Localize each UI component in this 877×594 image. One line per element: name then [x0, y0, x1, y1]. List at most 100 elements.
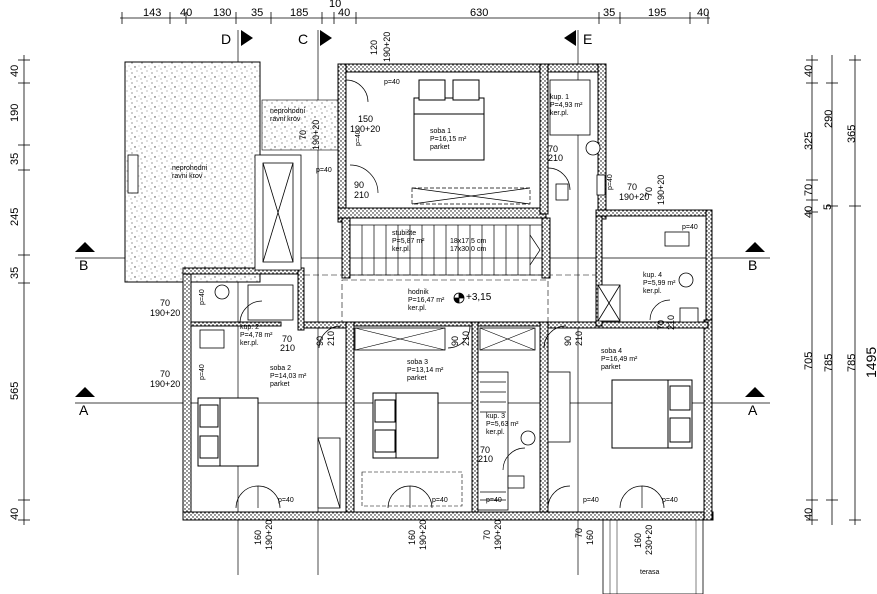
bed-soba4 — [611, 379, 693, 449]
axis-d-arrow — [241, 30, 253, 46]
walls — [182, 63, 714, 521]
b-kup3-h: 190+20 — [493, 520, 503, 550]
roof2-line1: neprohodni — [270, 108, 305, 115]
room-kup2: kup. 2 P=4,78 m² ker.pl. — [240, 324, 273, 347]
w-soba2-h: 190+20 — [150, 379, 180, 389]
b-soba4-h: 230+20 — [644, 525, 654, 555]
top-dim-40b: 40 — [338, 7, 350, 19]
roof-vent — [127, 154, 139, 194]
top-dim-35b: 35 — [603, 7, 615, 19]
w-kup4-h: 190+20 — [619, 192, 649, 202]
axis-b-right-arrow — [745, 242, 765, 252]
bed-soba1 — [413, 79, 485, 161]
soba1-name: soba 1 — [430, 128, 451, 135]
svg-text:190+20: 190+20 — [656, 175, 666, 205]
room-kup4: kup. 4 P=5,99 m² ker.pl. — [643, 272, 676, 295]
room-kup3: kup. 3 P=5,63 m² ker.pl. — [486, 413, 519, 436]
left-dim-190: 190 — [9, 104, 21, 122]
axis-a-left-arrow — [75, 387, 95, 397]
axis-a-right-arrow — [745, 387, 765, 397]
left-dim-35a: 35 — [9, 153, 21, 165]
hallway-outline — [341, 279, 549, 323]
w-kup2-h: 190+20 — [150, 308, 180, 318]
soba4-floor: parket — [601, 364, 621, 371]
stubiste-floor: ker.pl. — [392, 246, 411, 253]
d-soba4-h: 210 — [574, 331, 584, 346]
soba3-name: soba 3 — [407, 359, 428, 366]
kup1-name: kup. 1 — [550, 94, 569, 101]
hodnik-level: +3,15 — [466, 292, 492, 303]
axis-c-label: C — [298, 31, 308, 47]
axis-c-arrow — [320, 30, 332, 46]
kup3-floor: ker.pl. — [486, 429, 505, 436]
left-dim-245: 245 — [9, 208, 21, 226]
right-dim-40b: 40 — [803, 206, 815, 218]
kup1-floor: ker.pl. — [550, 110, 569, 117]
roof2-line2: ravni krov — [270, 116, 301, 123]
terrace — [602, 519, 704, 594]
axis-d-label: D — [221, 31, 231, 47]
w-soba2-w: 70 — [160, 369, 170, 379]
d-soba3-w: 90 — [450, 336, 460, 346]
bed-soba3 — [372, 392, 439, 459]
svg-text:p=40: p=40 — [199, 289, 206, 305]
kup4-name: kup. 4 — [643, 272, 662, 279]
soba4-area: P=16,49 m² — [601, 356, 638, 363]
roof1-line2: ravni krov — [172, 173, 203, 180]
d-soba2-h: 210 — [326, 331, 336, 346]
right-dim-705: 705 — [803, 352, 815, 370]
svg-text:70: 70 — [644, 187, 654, 197]
stubiste-area: P=5,87 m² — [392, 238, 425, 245]
svg-text:70: 70 — [298, 130, 308, 140]
b-soba4-w: 160 — [633, 533, 643, 548]
top-dim-35a: 35 — [251, 7, 263, 19]
top-dim-120: 120 — [369, 40, 379, 55]
b-soba3-h: 190+20 — [418, 520, 428, 550]
kup1-area: P=4,93 m² — [550, 102, 583, 109]
b-kup3b-h: 160 — [585, 530, 595, 545]
top-dimension-line — [120, 12, 710, 24]
hodnik-area: P=16,47 m² — [408, 297, 445, 304]
left-dim-565: 565 — [9, 382, 21, 400]
balcony-doors — [235, 79, 671, 509]
right-dim-40a: 40 — [803, 65, 815, 77]
kup4-floor: ker.pl. — [643, 288, 662, 295]
kup4-area: P=5,99 m² — [643, 280, 676, 287]
svg-text:p=40: p=40 — [316, 167, 332, 174]
roof-labels: neprohodni ravni krov neprohodni ravni k… — [172, 108, 305, 180]
top-dim-10: 10 — [329, 0, 341, 10]
right-dim-290: 290 — [823, 110, 835, 128]
hodnik-name: hodnik — [408, 289, 429, 296]
soba3-area: P=13,14 m² — [407, 367, 444, 374]
top-dim-185: 185 — [290, 7, 308, 19]
room-soba2: soba 2 P=14,03 m² parket — [270, 365, 307, 388]
kup3-area: P=5,63 m² — [486, 421, 519, 428]
wardrobes — [317, 284, 621, 511]
room-hodnik: hodnik P=16,47 m² ker.pl. +3,15 — [408, 289, 492, 312]
d-soba1-w: 90 — [354, 180, 364, 190]
d-kup2-h: 210 — [280, 343, 295, 353]
b-soba2-h: 190+20 — [264, 520, 274, 550]
b-soba2-w: 160 — [253, 530, 263, 545]
stubiste-name: stubište — [392, 230, 416, 237]
kup2-floor: ker.pl. — [240, 340, 259, 347]
svg-text:p=40: p=40 — [583, 497, 599, 504]
svg-text:p=40: p=40 — [682, 224, 698, 231]
opening-labels: 120 190+20 p=40 150 190+20 70 190+20 p=4… — [150, 32, 698, 555]
svg-text:p=40: p=40 — [355, 130, 362, 146]
svg-text:p=40: p=40 — [607, 174, 614, 190]
right-dim-40c: 40 — [803, 508, 815, 520]
kup3-name: kup. 3 — [486, 413, 505, 420]
d-kup3-w: 70 — [480, 445, 490, 455]
bed-soba2 — [197, 397, 259, 467]
room-kup1: kup. 1 P=4,93 m² ker.pl. — [550, 94, 583, 117]
top-dim-630: 630 — [470, 7, 488, 19]
kup2-area: P=4,78 m² — [240, 332, 273, 339]
right-dim-70: 70 — [803, 184, 815, 196]
flat-roof-left — [124, 61, 261, 283]
soba2-name: soba 2 — [270, 365, 291, 372]
left-dim-40b: 40 — [9, 508, 21, 520]
axis-b-left-label: B — [79, 257, 88, 273]
room-stubiste: stubište P=5,87 m² ker.pl. 18x17,5 cm 17… — [392, 230, 486, 253]
